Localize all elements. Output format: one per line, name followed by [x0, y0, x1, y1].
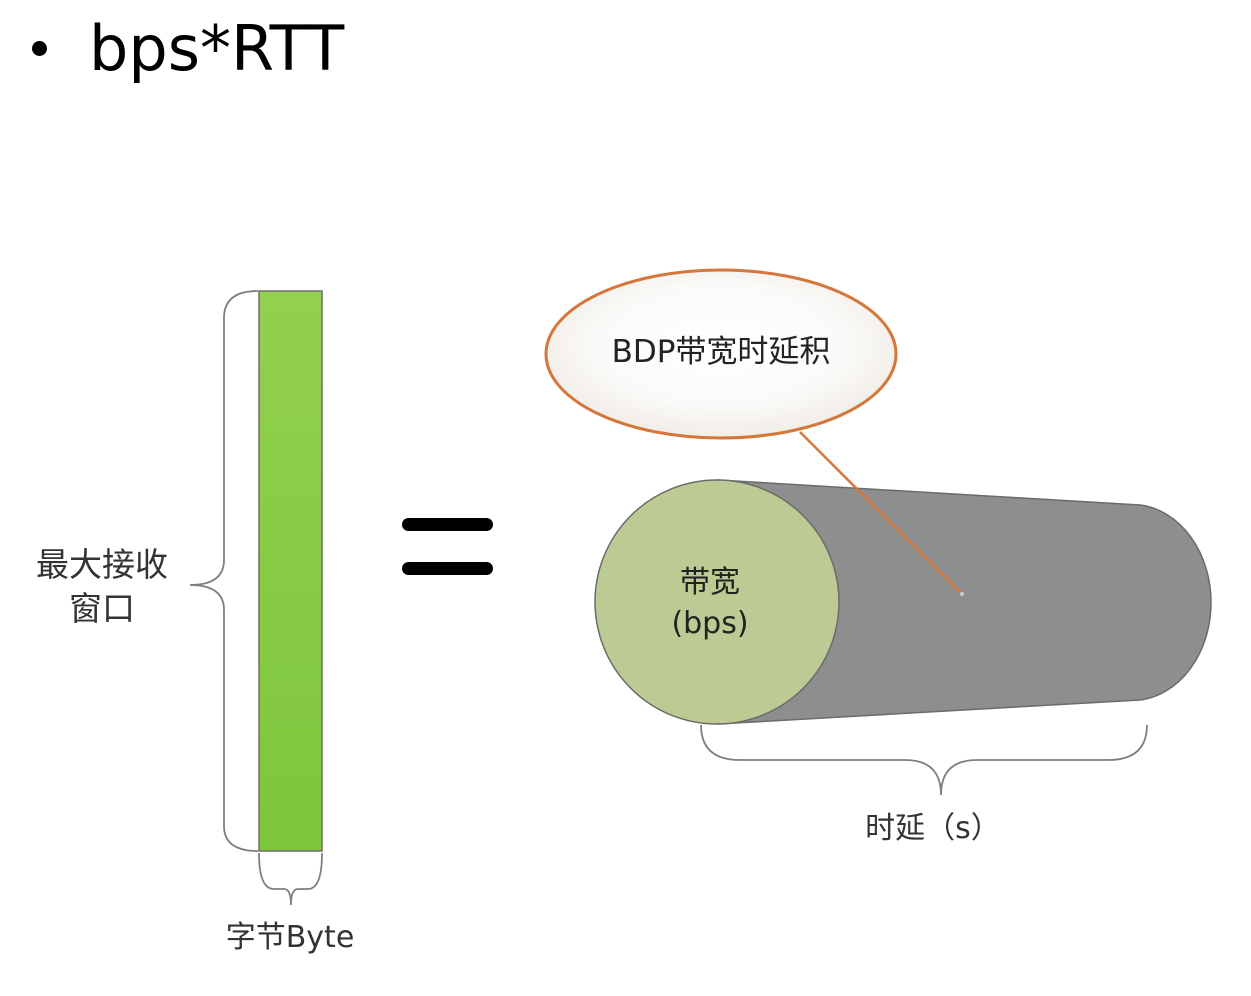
bullet-point [32, 40, 47, 56]
pipe-body [717, 479, 1212, 725]
bdp-callout-bubble [544, 268, 898, 440]
delay-label: 时延（s） [865, 811, 1001, 846]
receive-window-bar [258, 290, 323, 852]
title-text: bps*RTT [89, 11, 345, 85]
byte-label: 字节Byte [226, 920, 355, 955]
equals-sign [402, 518, 493, 575]
window-label-line1: 最大接收 [36, 545, 168, 584]
slide-title: bps*RTT [26, 8, 344, 88]
delay-brace [700, 724, 1148, 796]
window-brace [189, 290, 259, 852]
bandwidth-label-line2: (bps) [671, 606, 748, 641]
callout-pointer-tip [959, 591, 965, 597]
bandwidth-face [594, 479, 840, 725]
callout-pointer [799, 431, 963, 595]
byte-brace [258, 852, 323, 906]
bdp-callout-text: BDP带宽时延积 [612, 334, 831, 370]
bandwidth-label-line1: 带宽 [680, 565, 740, 600]
window-label-line2: 窗口 [69, 589, 135, 628]
